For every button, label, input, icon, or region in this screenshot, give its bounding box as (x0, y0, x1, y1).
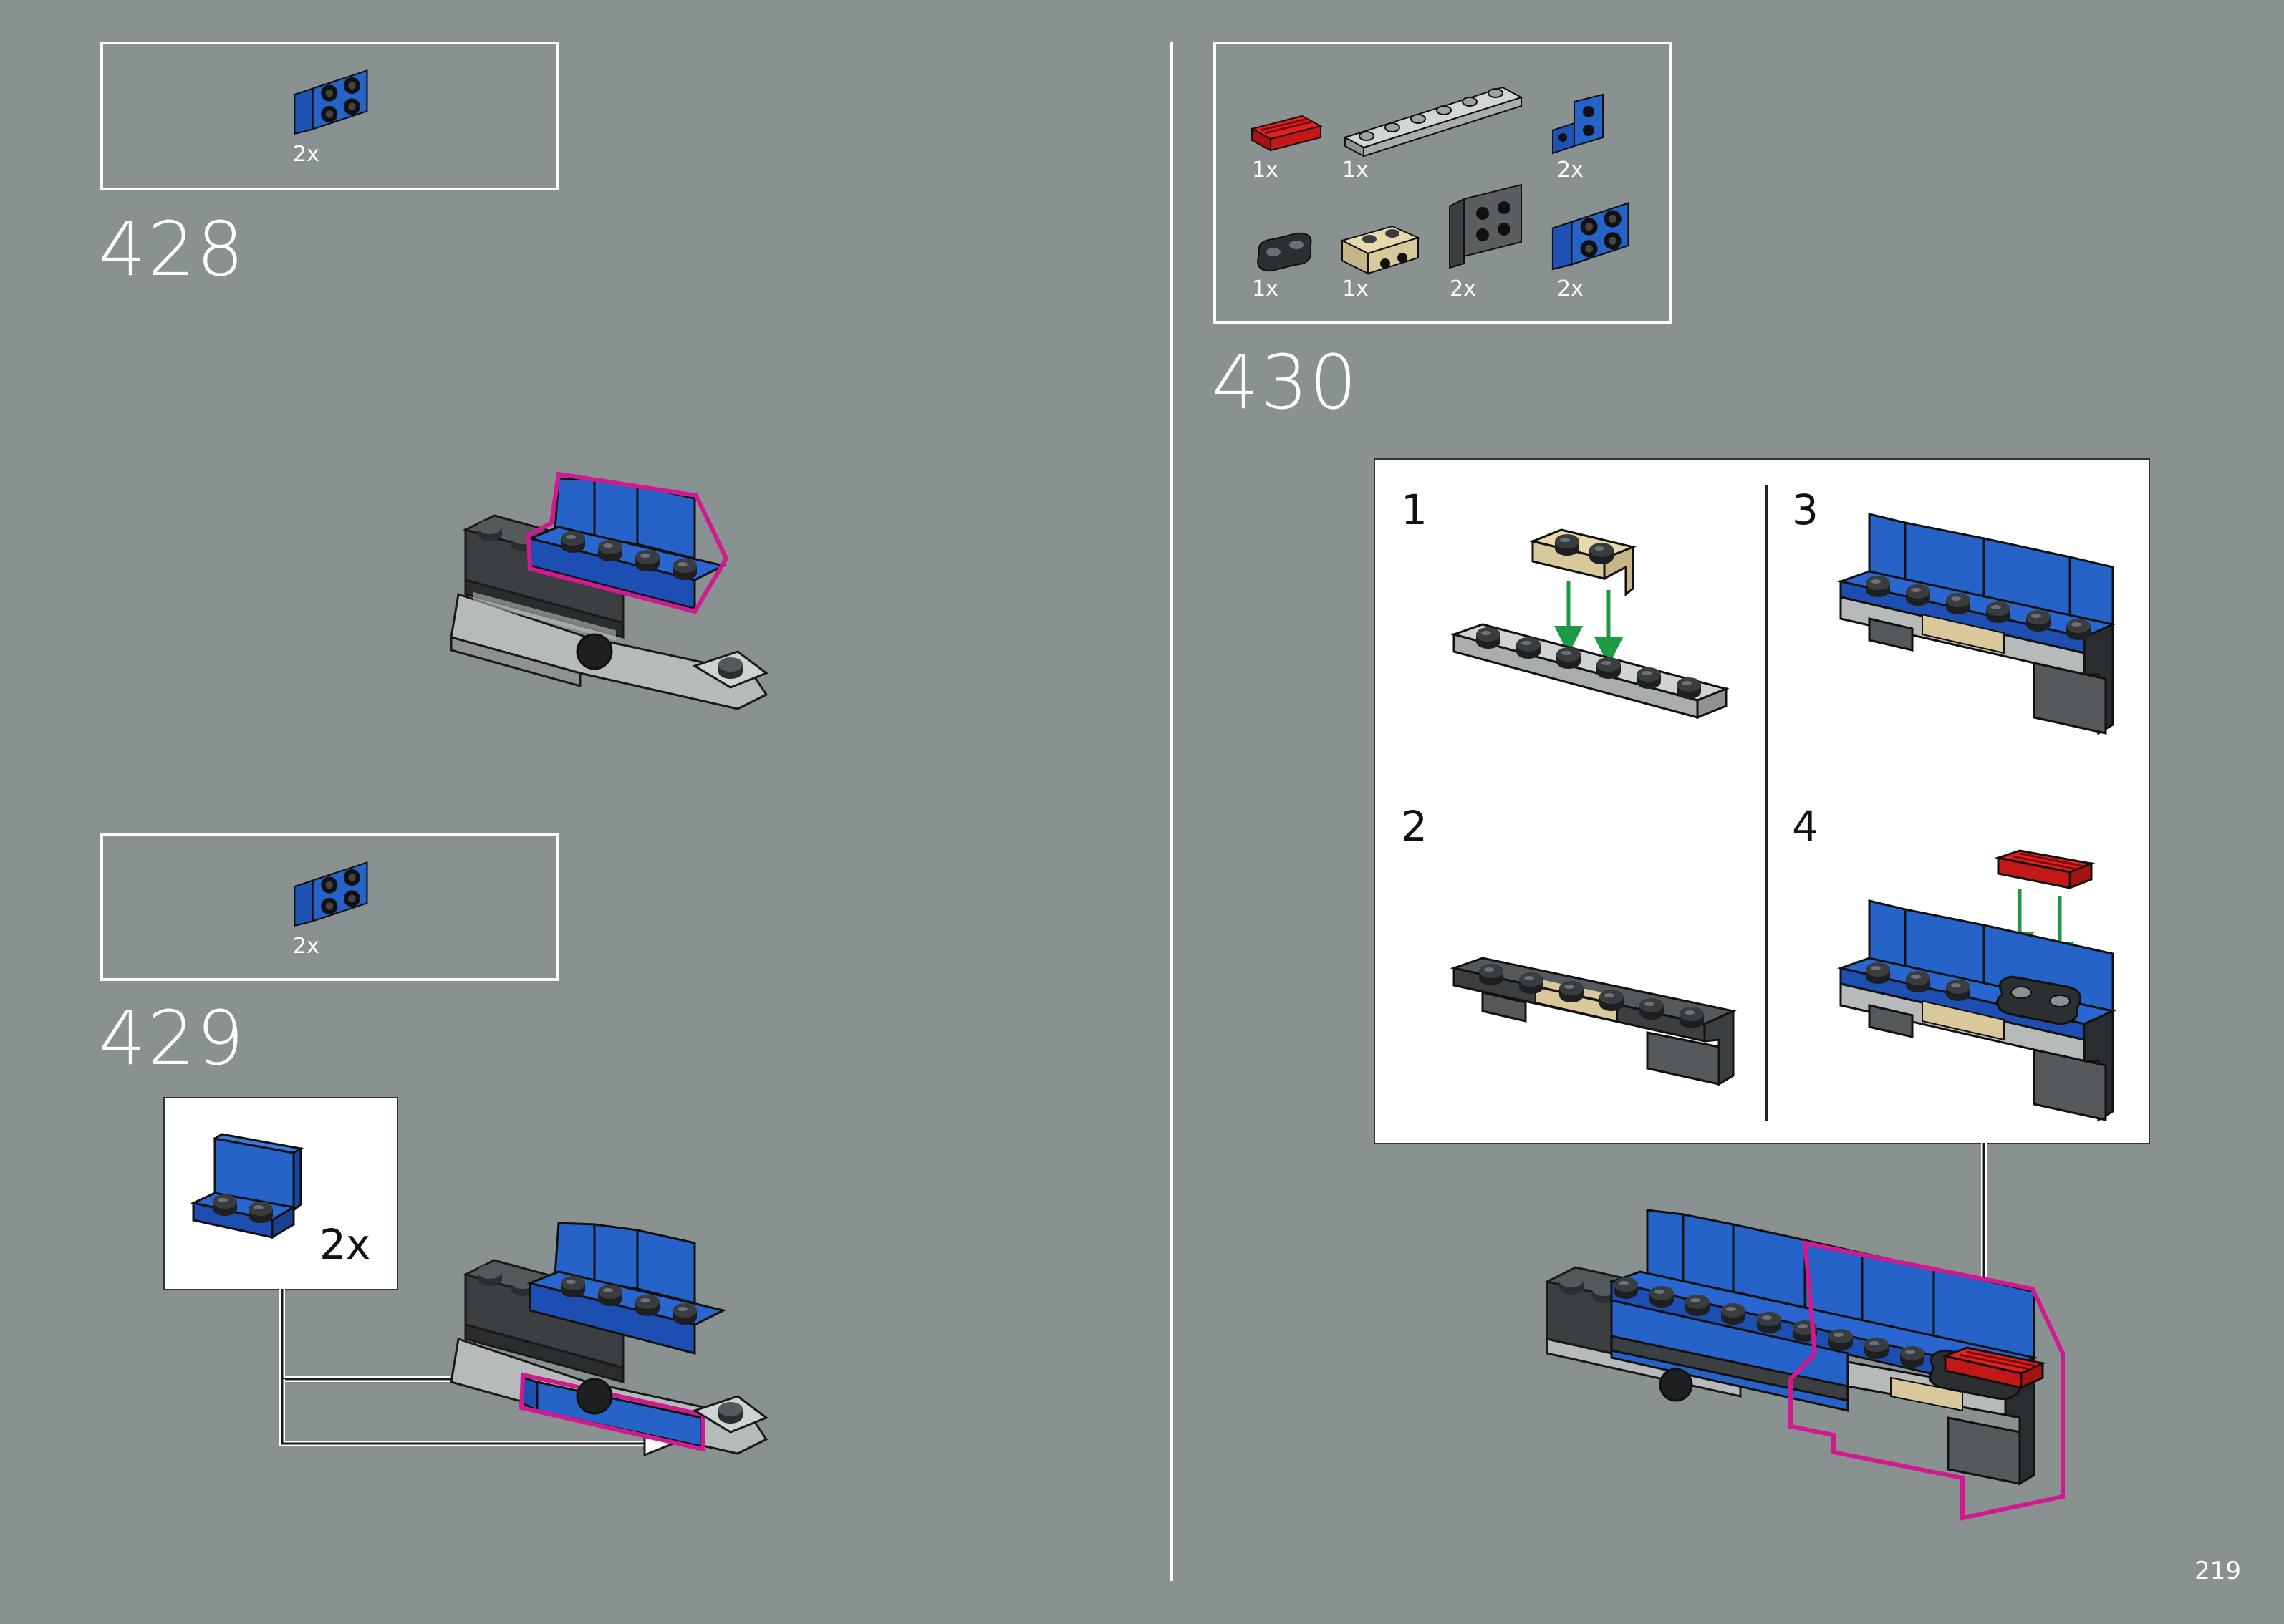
substep-2-drawing (1450, 957, 1737, 1086)
part-count: 2x (293, 142, 319, 167)
blue-bracket-1x2-icon (190, 1133, 304, 1239)
substep-number: 1 (1401, 485, 1427, 534)
sub-assembly-callout: 2x (163, 1097, 398, 1290)
step-number-429: 429 (99, 995, 246, 1082)
blue-bracket-icon (294, 861, 368, 927)
page-divider (1170, 42, 1173, 1581)
substep-3-drawing (1836, 513, 2116, 735)
step-430-model (1543, 1209, 2065, 1521)
part-count: 1x (1252, 158, 1278, 183)
panel-divider (1765, 485, 1768, 1121)
light-gray-plate-icon (1343, 86, 1523, 158)
parts-list-428: 2x (100, 42, 559, 190)
parts-list-430: 1x 1x 2x 1x 1x 2x (1213, 42, 1672, 324)
part-count: 2x (1557, 276, 1584, 301)
part-count: 2x (1450, 276, 1476, 301)
step-number-430: 430 (1212, 339, 1359, 426)
step-428-model (450, 471, 769, 710)
substep-number: 3 (1792, 485, 1818, 534)
tan-bracket-icon (1340, 225, 1420, 275)
dark-gray-bracket-icon (1449, 183, 1522, 269)
part-count: 1x (1342, 276, 1369, 301)
black-round-plate-icon (1256, 232, 1312, 272)
substep-number: 2 (1401, 802, 1427, 851)
part-count: 1x (1252, 276, 1278, 301)
red-grille-tile-icon (1250, 115, 1323, 152)
substep-4-drawing (1836, 849, 2116, 1122)
blue-bracket-icon (294, 69, 368, 135)
part-count: 2x (1557, 158, 1584, 183)
callout-count: 2x (319, 1220, 371, 1269)
sub-assembly-panel: 1 2 3 4 (1374, 458, 2150, 1144)
blue-bracket-icon (1552, 93, 1604, 155)
step-429-model (450, 1222, 769, 1455)
parts-list-429: 2x (100, 833, 559, 981)
page-number: 219 (2194, 1557, 2241, 1585)
step-number-428: 428 (99, 206, 246, 293)
part-count: 1x (1342, 158, 1369, 183)
blue-bracket-icon (1551, 202, 1629, 271)
part-count: 2x (293, 934, 319, 959)
substep-1-drawing (1450, 528, 1730, 720)
substep-number: 4 (1792, 802, 1818, 851)
